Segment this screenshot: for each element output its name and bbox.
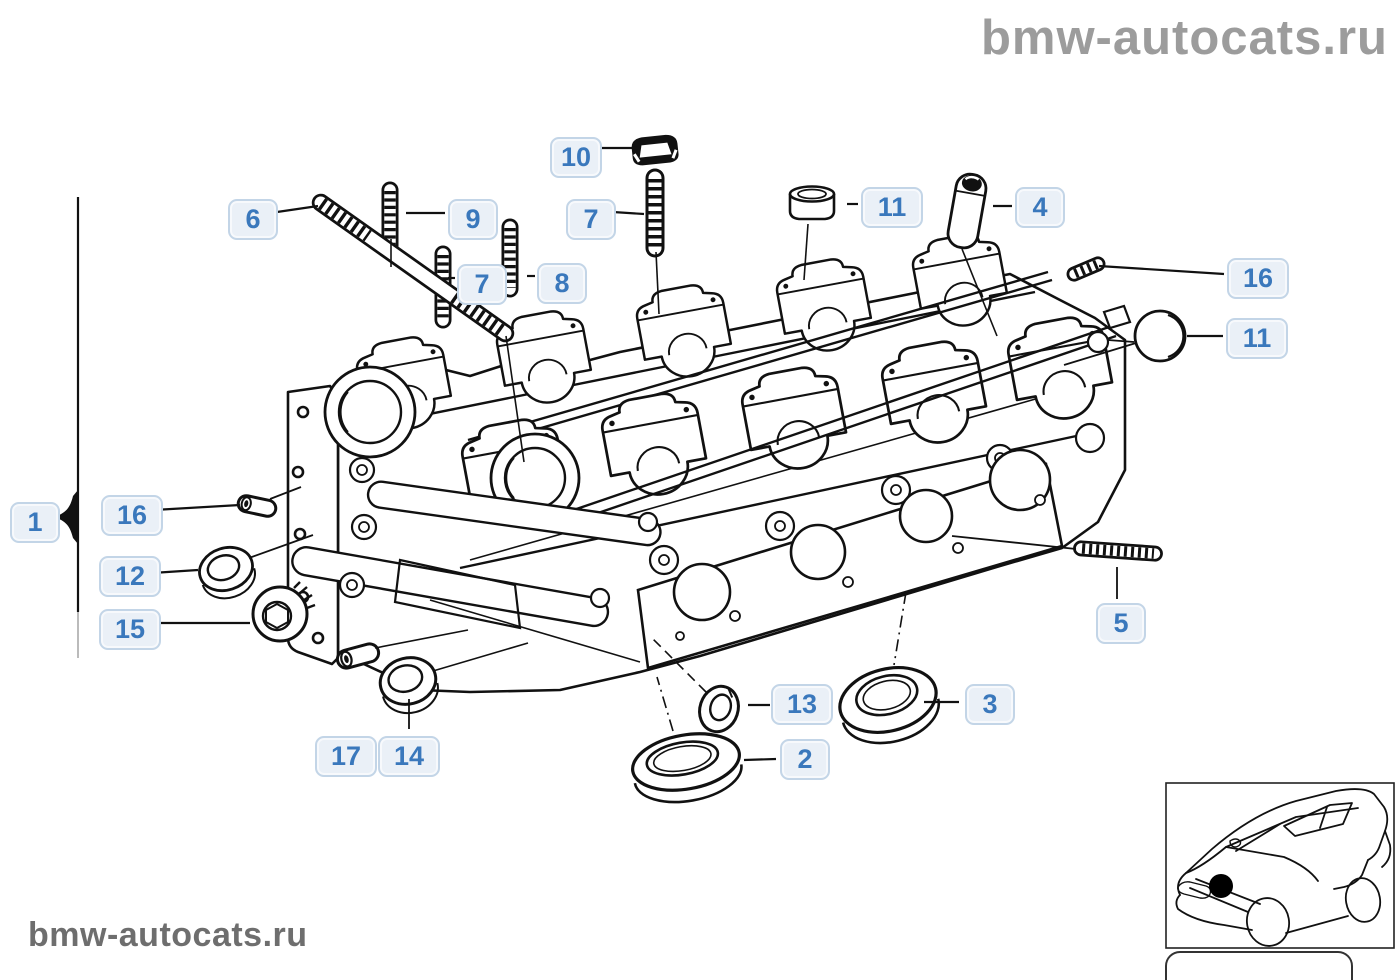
callout-2[interactable]: 2 [780,739,830,780]
head-gasket-rail [467,270,1053,450]
callout-16[interactable]: 16 [101,495,163,536]
leader-line [961,248,998,337]
callout-5[interactable]: 5 [1096,603,1146,644]
leader-line [656,676,674,732]
callout-13[interactable]: 13 [771,684,833,725]
callout-11[interactable]: 11 [1226,318,1288,359]
engine-location-dot [1209,874,1233,898]
leader-line [248,534,314,559]
next-thumbnail-partial [1165,951,1353,980]
seal-ring-icon-14 [378,656,439,715]
leader-line [505,335,525,463]
large-seal-ring-icon-2 [631,732,743,804]
callout-6[interactable]: 6 [228,199,278,240]
callout-17[interactable]: 17 [315,736,377,777]
leader-line [612,210,645,216]
shaft-seal-icon-3 [838,666,941,745]
callout-1[interactable]: 1 [10,502,60,543]
flange-nut-icon [631,134,679,166]
leader-line [803,223,809,281]
callout-14[interactable]: 14 [378,736,440,777]
grub-screw-icon-16-right [1066,256,1106,282]
callout-11[interactable]: 11 [861,187,923,228]
leader-line [432,642,529,672]
screw-plug-icon-15 [251,581,316,643]
leader-line [743,757,777,762]
small-seal-icon-13 [698,684,740,734]
leader-line [649,635,707,693]
valve-lifter-icon-4 [946,172,988,250]
leader-line [269,486,302,500]
leader-line [655,251,660,315]
seal-ring-icon-12 [198,545,256,600]
leader-line [153,503,241,512]
leader-line [1063,342,1137,366]
grub-screw-icon-16-left [236,494,278,518]
leader-line [951,535,1077,550]
exhaust-flange-face [636,443,1064,670]
leader-lines [50,146,1225,762]
brace-pointer [54,490,78,544]
site-watermark-top: bmw-autocats.ru [980,11,1388,65]
callout-10[interactable]: 10 [550,137,602,178]
callout-15[interactable]: 15 [99,609,161,650]
callout-4[interactable]: 4 [1015,187,1065,228]
callout-12[interactable]: 12 [99,556,161,597]
bmw-sedan-thumbnail[interactable] [1165,782,1395,949]
callout-7[interactable]: 7 [457,264,507,305]
callout-16[interactable]: 16 [1227,258,1289,299]
cap-plug-icon-11-right [1133,309,1187,363]
leader-line [374,629,469,649]
dowel-sleeve-icon-17 [335,642,381,670]
callout-7[interactable]: 7 [566,199,616,240]
leader-line [1098,264,1225,276]
site-watermark-bottom: bmw-autocats.ru [28,916,308,954]
leader-line [276,204,319,214]
leader-line [893,591,907,666]
callout-3[interactable]: 3 [965,684,1015,725]
right-end-details [1074,330,1135,454]
camshaft-bores [291,365,662,630]
callout-8[interactable]: 8 [537,263,587,304]
cap-plug-icon-11-top [788,185,836,221]
threaded-stud-icon-5 [1073,540,1163,562]
callout-9[interactable]: 9 [448,199,498,240]
oil-spray-bar [549,304,1132,529]
